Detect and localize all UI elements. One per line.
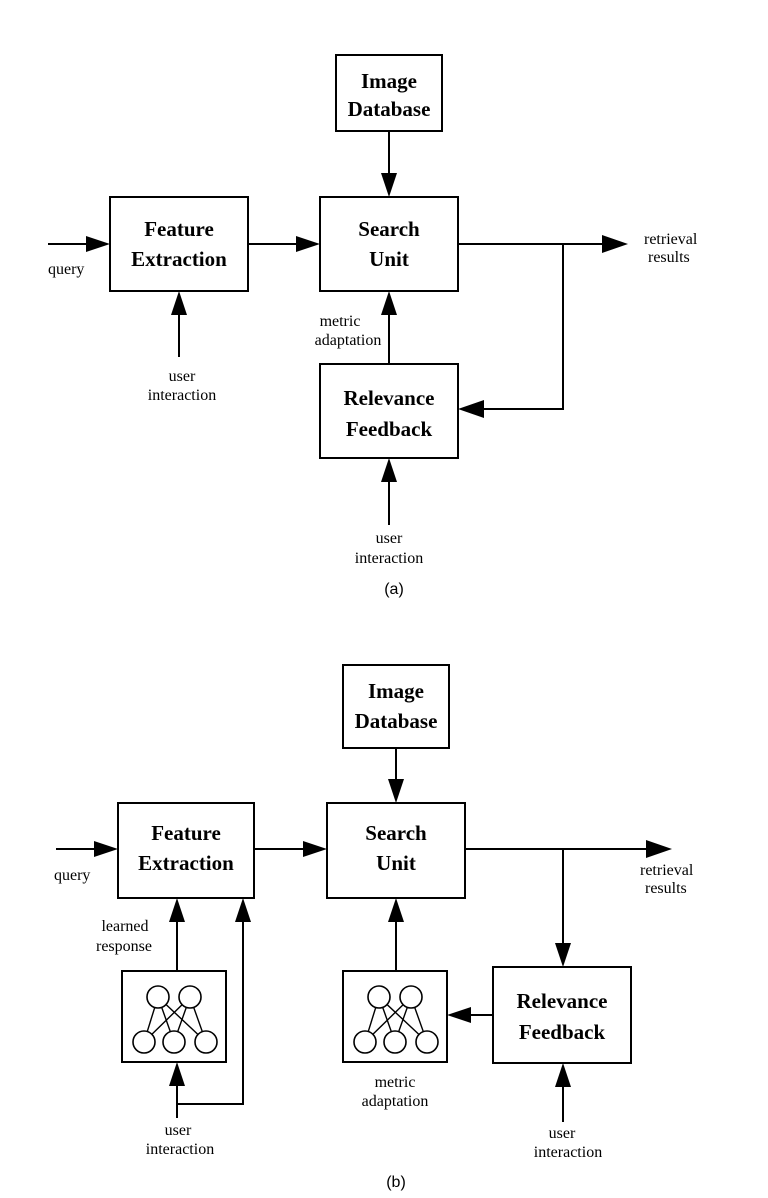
b-rf-interaction-label: interaction xyxy=(534,1144,602,1161)
a-metric-label: metric xyxy=(320,313,361,330)
b-relevance-feedback-line1: Relevance xyxy=(517,989,608,1013)
b-fe-user-label: user xyxy=(165,1122,192,1139)
panel-a: Image Database Feature Extraction Search… xyxy=(48,54,698,598)
panel-b: Image Database Feature Extraction Search… xyxy=(54,664,694,1191)
a-feature-extraction-line2: Extraction xyxy=(131,247,227,271)
neural-network-icon xyxy=(132,985,218,1054)
b-search-unit-box xyxy=(326,802,466,899)
a-retrieval-label: retrieval xyxy=(644,231,698,248)
a-rf-user-label: user xyxy=(376,530,403,547)
b-feature-extraction-line2: Extraction xyxy=(138,851,234,875)
a-feedback-loop-arrowhead xyxy=(458,400,484,418)
a-caption: (a) xyxy=(384,581,404,598)
a-search-unit-box xyxy=(319,196,459,292)
b-fe-to-search-arrowhead xyxy=(303,841,327,857)
b-to-feedback-arrowhead xyxy=(555,943,571,967)
a-search-unit-line1: Search xyxy=(358,217,420,241)
b-user-to-rf-arrowhead xyxy=(555,1063,571,1087)
b-query-label: query xyxy=(54,867,90,884)
b-search-unit-line1: Search xyxy=(365,821,427,845)
b-learned-response-arrowhead xyxy=(169,898,185,922)
b-relevance-feedback-box xyxy=(492,966,632,1064)
a-query-arrowhead xyxy=(86,236,110,252)
b-feedback-to-net-arrowhead xyxy=(447,1007,471,1023)
a-image-database-box xyxy=(335,54,443,132)
a-image-database-line2: Database xyxy=(348,97,431,121)
b-results-label: results xyxy=(645,880,687,897)
a-fe-user-label: user xyxy=(169,368,196,385)
a-adaptation-label: adaptation xyxy=(315,332,382,349)
b-relevance-feedback-line2: Feedback xyxy=(519,1020,606,1044)
b-image-database-line2: Database xyxy=(355,709,438,733)
b-adaptation-label: adaptation xyxy=(362,1093,429,1110)
a-feature-extraction-line1: Feature xyxy=(144,217,214,241)
b-search-unit-line2: Unit xyxy=(376,851,416,875)
a-search-unit-line2: Unit xyxy=(369,247,409,271)
a-user-to-fe-arrowhead xyxy=(171,291,187,315)
b-caption: (b) xyxy=(386,1174,406,1191)
b-fe-interaction-label: interaction xyxy=(146,1141,214,1158)
b-user-to-fe-bypass-arrowhead xyxy=(235,898,251,922)
a-rf-interaction-label: interaction xyxy=(355,550,423,567)
b-metric-adaptation-arrowhead xyxy=(388,898,404,922)
neural-network-icon xyxy=(353,985,439,1054)
a-user-to-rf-arrowhead xyxy=(381,458,397,482)
a-fe-interaction-label: interaction xyxy=(148,387,216,404)
b-image-database-box xyxy=(342,664,450,749)
a-image-database-line1: Image xyxy=(361,69,417,93)
b-query-arrowhead xyxy=(94,841,118,857)
b-user-to-fe-bypass-line xyxy=(177,916,244,1105)
a-metric-adaptation-arrowhead xyxy=(381,291,397,315)
b-learned-label: learned xyxy=(101,918,148,935)
a-relevance-feedback-line1: Relevance xyxy=(344,386,435,410)
a-query-label: query xyxy=(48,261,84,278)
a-fe-to-search-arrowhead xyxy=(296,236,320,252)
b-results-arrowhead xyxy=(646,840,672,858)
b-response-label: response xyxy=(96,938,152,955)
a-results-label: results xyxy=(648,249,690,266)
b-retrieval-label: retrieval xyxy=(640,862,694,879)
b-db-to-search-arrowhead xyxy=(388,779,404,803)
b-user-to-net-arrowhead xyxy=(169,1062,185,1086)
b-rf-user-label: user xyxy=(549,1125,576,1142)
b-feature-extraction-line1: Feature xyxy=(151,821,221,845)
a-db-to-search-arrowhead xyxy=(381,173,397,197)
a-relevance-feedback-box xyxy=(319,363,459,459)
b-feature-extraction-box xyxy=(117,802,255,899)
a-feedback-loop-line xyxy=(482,244,564,410)
a-feature-extraction-box xyxy=(109,196,249,292)
a-relevance-feedback-line2: Feedback xyxy=(346,417,433,441)
b-image-database-line1: Image xyxy=(368,679,424,703)
b-metric-label: metric xyxy=(375,1074,416,1091)
a-results-arrowhead xyxy=(602,235,628,253)
